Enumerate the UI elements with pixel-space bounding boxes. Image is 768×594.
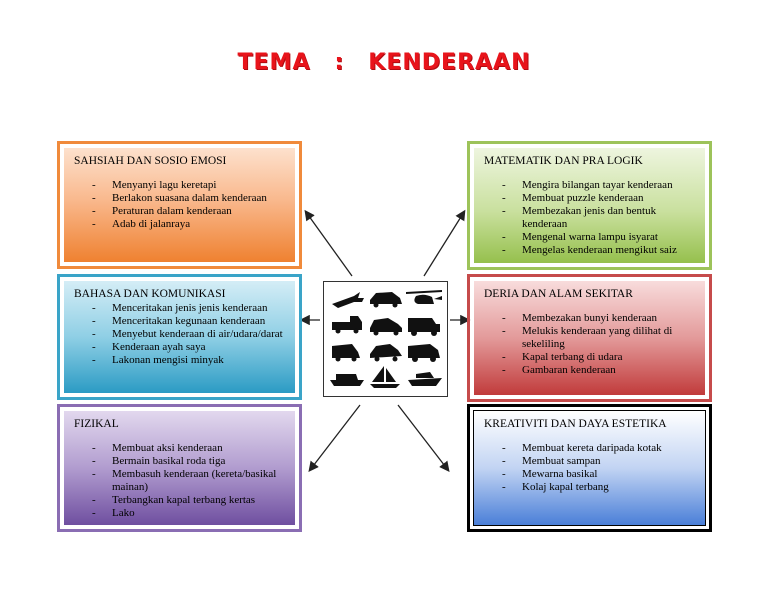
box-list: Mengira bilangan tayar kenderaan Membuat… xyxy=(484,179,695,257)
title-separator: : xyxy=(334,50,345,75)
list-item: Terbangkan kapal terbang kertas xyxy=(92,494,285,507)
arrow-to-matematik xyxy=(423,209,466,277)
vehicles-collage-image xyxy=(323,281,448,397)
box-kreativiti: KREATIVITI DAN DAYA ESTETIKA Membuat ker… xyxy=(467,404,712,532)
box-matematik: MATEMATIK DAN PRA LOGIK Mengira bilangan… xyxy=(467,141,712,270)
list-item: Menceritakan jenis jenis kenderaan xyxy=(92,302,285,315)
helicopter-icon xyxy=(406,290,442,304)
ship-icon xyxy=(330,374,364,386)
list-item: Membezakan jenis dan bentuk kenderaan xyxy=(502,205,695,231)
car-icon xyxy=(370,292,402,304)
list-item: Menyebut kenderaan di air/udara/darat xyxy=(92,328,285,341)
sedan-icon xyxy=(370,318,402,332)
jeep-icon xyxy=(408,318,440,332)
arrow-to-sahsiah xyxy=(304,209,353,277)
box-heading: DERIA DAN ALAM SEKITAR xyxy=(484,288,633,300)
page-title: TEMA: KENDERAAN xyxy=(0,50,768,75)
list-item: Adab di jalanraya xyxy=(92,218,285,231)
jet-icon xyxy=(332,292,364,308)
box-heading: MATEMATIK DAN PRA LOGIK xyxy=(484,155,643,167)
list-item: Mengira bilangan tayar kenderaan xyxy=(502,179,695,192)
suv-icon xyxy=(408,344,440,358)
list-item: Mewarna basikal xyxy=(502,468,695,481)
list-item: Menceritakan kegunaan kenderaan xyxy=(92,315,285,328)
box-list: Membuat kereta daripada kotak Membuat sa… xyxy=(484,442,695,494)
box-heading: SAHSIAH DAN SOSIO EMOSI xyxy=(74,155,227,167)
list-item: Melukis kenderaan yang dilihat di sekeli… xyxy=(502,325,695,351)
title-left: TEMA xyxy=(237,50,311,75)
van-icon xyxy=(332,344,360,358)
list-item: Bermain basikal roda tiga xyxy=(92,455,285,468)
list-item: Mengenal warna lampu isyarat xyxy=(502,231,695,244)
arrow-to-fizikal xyxy=(308,404,361,473)
box-list: Membuat aksi kenderaan Bermain basikal r… xyxy=(74,442,285,520)
list-item: Membezakan bunyi kenderaan xyxy=(502,312,695,325)
box-sahsiah: SAHSIAH DAN SOSIO EMOSI Menyanyi lagu ke… xyxy=(57,141,302,269)
sailboat-icon xyxy=(370,366,400,388)
list-item: Lakonan mengisi minyak xyxy=(92,354,285,367)
title-right: KENDERAAN xyxy=(368,50,531,75)
list-item: Mengelas kenderaan mengikut saiz xyxy=(502,244,695,257)
list-item: Membasuh kenderaan (kereta/basikal maina… xyxy=(92,468,285,494)
list-item: Membuat aksi kenderaan xyxy=(92,442,285,455)
list-item: Membuat kereta daripada kotak xyxy=(502,442,695,455)
list-item: Lako xyxy=(92,507,285,520)
truck-icon xyxy=(332,316,362,330)
box-heading: FIZIKAL xyxy=(74,418,119,430)
yacht-icon xyxy=(408,372,442,386)
box-list: Menceritakan jenis jenis kenderaan Mence… xyxy=(74,302,285,367)
list-item: Membuat sampan xyxy=(502,455,695,468)
list-item: Peraturan dalam kenderaan xyxy=(92,205,285,218)
arrow-to-kreativiti xyxy=(397,404,450,473)
car-side-icon xyxy=(370,344,402,358)
list-item: Kolaj kapal terbang xyxy=(502,481,695,494)
list-item: Gambaran kenderaan xyxy=(502,364,695,377)
list-item: Kenderaan ayah saya xyxy=(92,341,285,354)
box-list: Menyanyi lagu keretapi Berlakon suasana … xyxy=(74,179,285,231)
box-fizikal: FIZIKAL Membuat aksi kenderaan Bermain b… xyxy=(57,404,302,532)
box-bahasa: BAHASA DAN KOMUNIKASI Menceritakan jenis… xyxy=(57,274,302,400)
box-heading: KREATIVITI DAN DAYA ESTETIKA xyxy=(484,418,667,430)
box-list: Membezakan bunyi kenderaan Melukis kende… xyxy=(484,312,695,377)
list-item: Kapal terbang di udara xyxy=(502,351,695,364)
vehicles-collage-icon xyxy=(330,290,442,388)
list-item: Menyanyi lagu keretapi xyxy=(92,179,285,192)
box-deria: DERIA DAN ALAM SEKITAR Membezakan bunyi … xyxy=(467,274,712,402)
list-item: Berlakon suasana dalam kenderaan xyxy=(92,192,285,205)
list-item: Membuat puzzle kenderaan xyxy=(502,192,695,205)
box-heading: BAHASA DAN KOMUNIKASI xyxy=(74,288,226,300)
